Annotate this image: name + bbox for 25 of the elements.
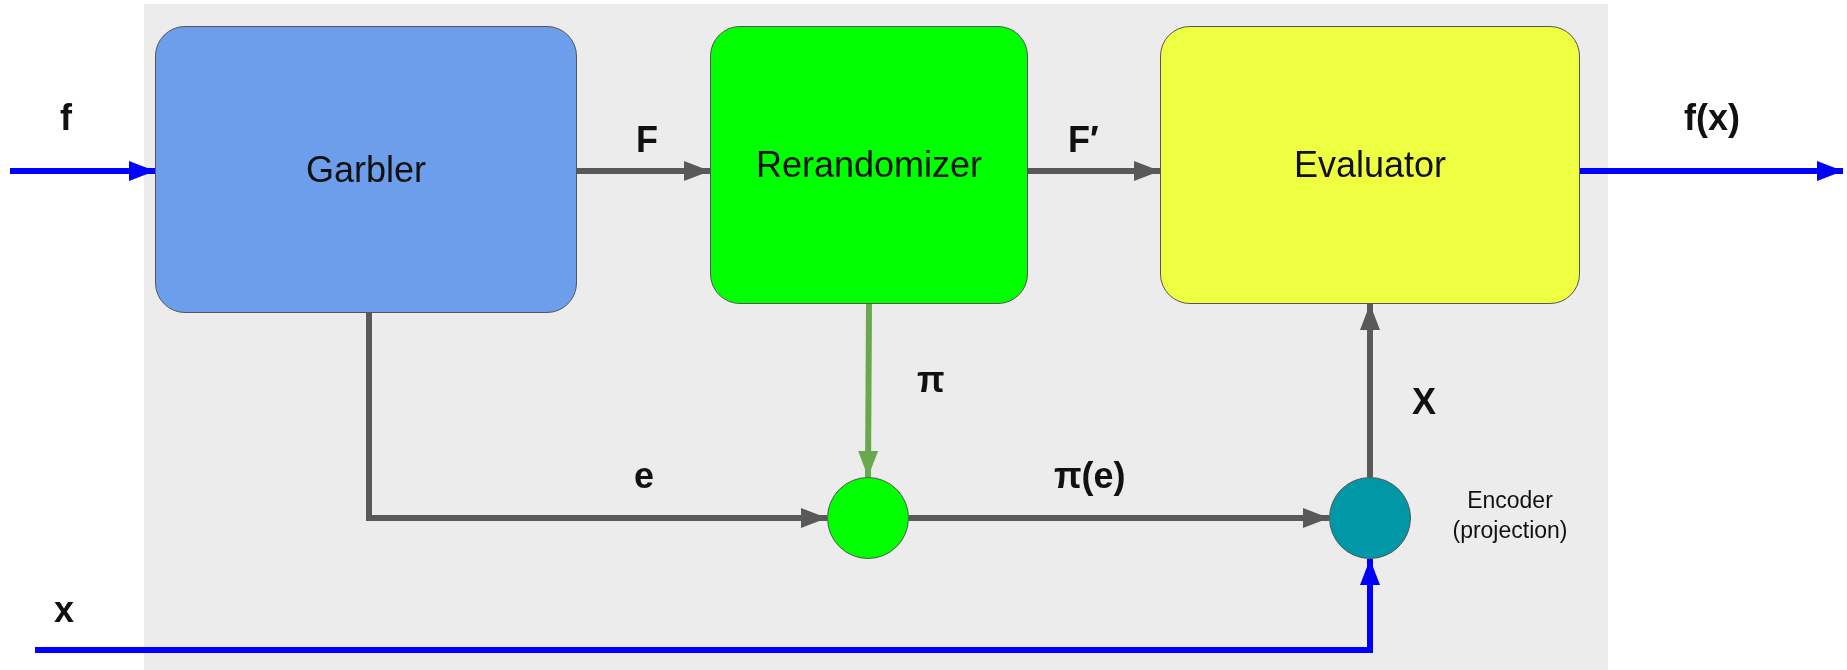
edge-label: e xyxy=(634,458,655,494)
process-box xyxy=(710,26,1028,304)
edge-label: X xyxy=(1412,384,1436,420)
edge-label: f(x) xyxy=(1684,100,1740,136)
box-label: Rerandomizer xyxy=(755,144,983,186)
box-label: Garbler xyxy=(305,148,426,191)
process-box xyxy=(155,26,577,313)
edge-label: π xyxy=(917,362,945,398)
arrow xyxy=(577,161,710,181)
edge-label: f xyxy=(60,100,72,136)
edge-label: F xyxy=(636,122,658,158)
process-box xyxy=(1160,26,1580,304)
box-label: Evaluator xyxy=(1293,144,1447,186)
arrow xyxy=(1580,161,1843,181)
arrow xyxy=(10,161,155,181)
arrow xyxy=(35,559,1380,653)
arrow xyxy=(1360,304,1380,477)
arrow xyxy=(366,313,827,528)
arrow xyxy=(1028,161,1160,181)
node-caption: Encoder (projection) xyxy=(1451,486,1569,545)
arrow xyxy=(858,303,879,478)
edge-label: F′ xyxy=(1068,122,1099,158)
edge-label: x xyxy=(54,592,75,628)
edge-label: π(e) xyxy=(1054,458,1126,494)
arrow xyxy=(909,508,1329,528)
